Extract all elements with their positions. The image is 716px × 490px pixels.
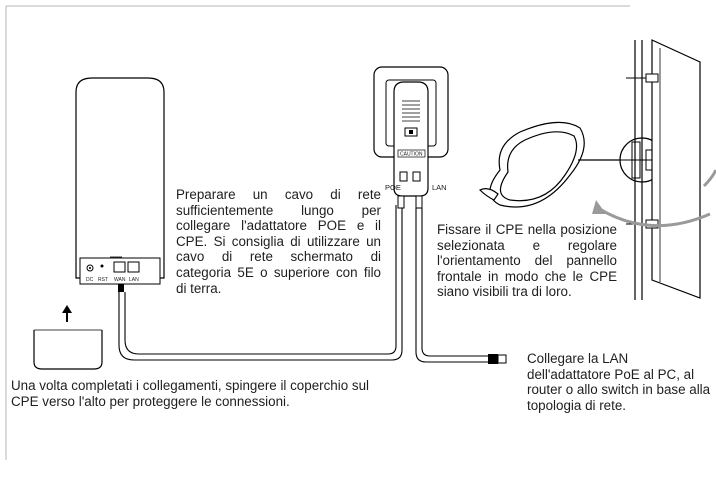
rotation-arrow-icon bbox=[597, 169, 716, 228]
page-frame bbox=[5, 5, 630, 460]
cpe-device: DC RST WAN LAN bbox=[75, 77, 165, 292]
caution-label: CAUTION bbox=[400, 152, 423, 158]
wan-port-label: WAN bbox=[114, 277, 126, 283]
poe-port-label: POE bbox=[385, 183, 401, 192]
ethernet-cable-lan bbox=[415, 208, 488, 363]
ethernet-cable-cpe-poe bbox=[118, 205, 403, 361]
rst-label: RST bbox=[98, 277, 108, 283]
cpe-cover bbox=[33, 329, 103, 370]
dc-port-label: DC bbox=[86, 277, 94, 283]
rotation-arrowhead-icon bbox=[592, 200, 606, 214]
push-up-arrow-icon bbox=[62, 305, 72, 322]
poe-adapter: CAUTION POE LAN bbox=[373, 66, 449, 209]
rj45-plug-icon bbox=[488, 354, 507, 364]
fix-instruction: Fissare il CPE nella posizione seleziona… bbox=[437, 222, 617, 300]
mounting-clamp bbox=[478, 121, 622, 208]
lan-port-label: LAN bbox=[129, 277, 139, 283]
cover-instruction: Una volta completati i collegamenti, spi… bbox=[11, 378, 370, 409]
lan-adapter-label: LAN bbox=[432, 183, 447, 192]
lan-instruction: Collegare la LAN dell'adattatore PoE al … bbox=[527, 351, 711, 413]
cable-instruction: Preparare un cavo di rete sufficientemen… bbox=[176, 187, 381, 296]
